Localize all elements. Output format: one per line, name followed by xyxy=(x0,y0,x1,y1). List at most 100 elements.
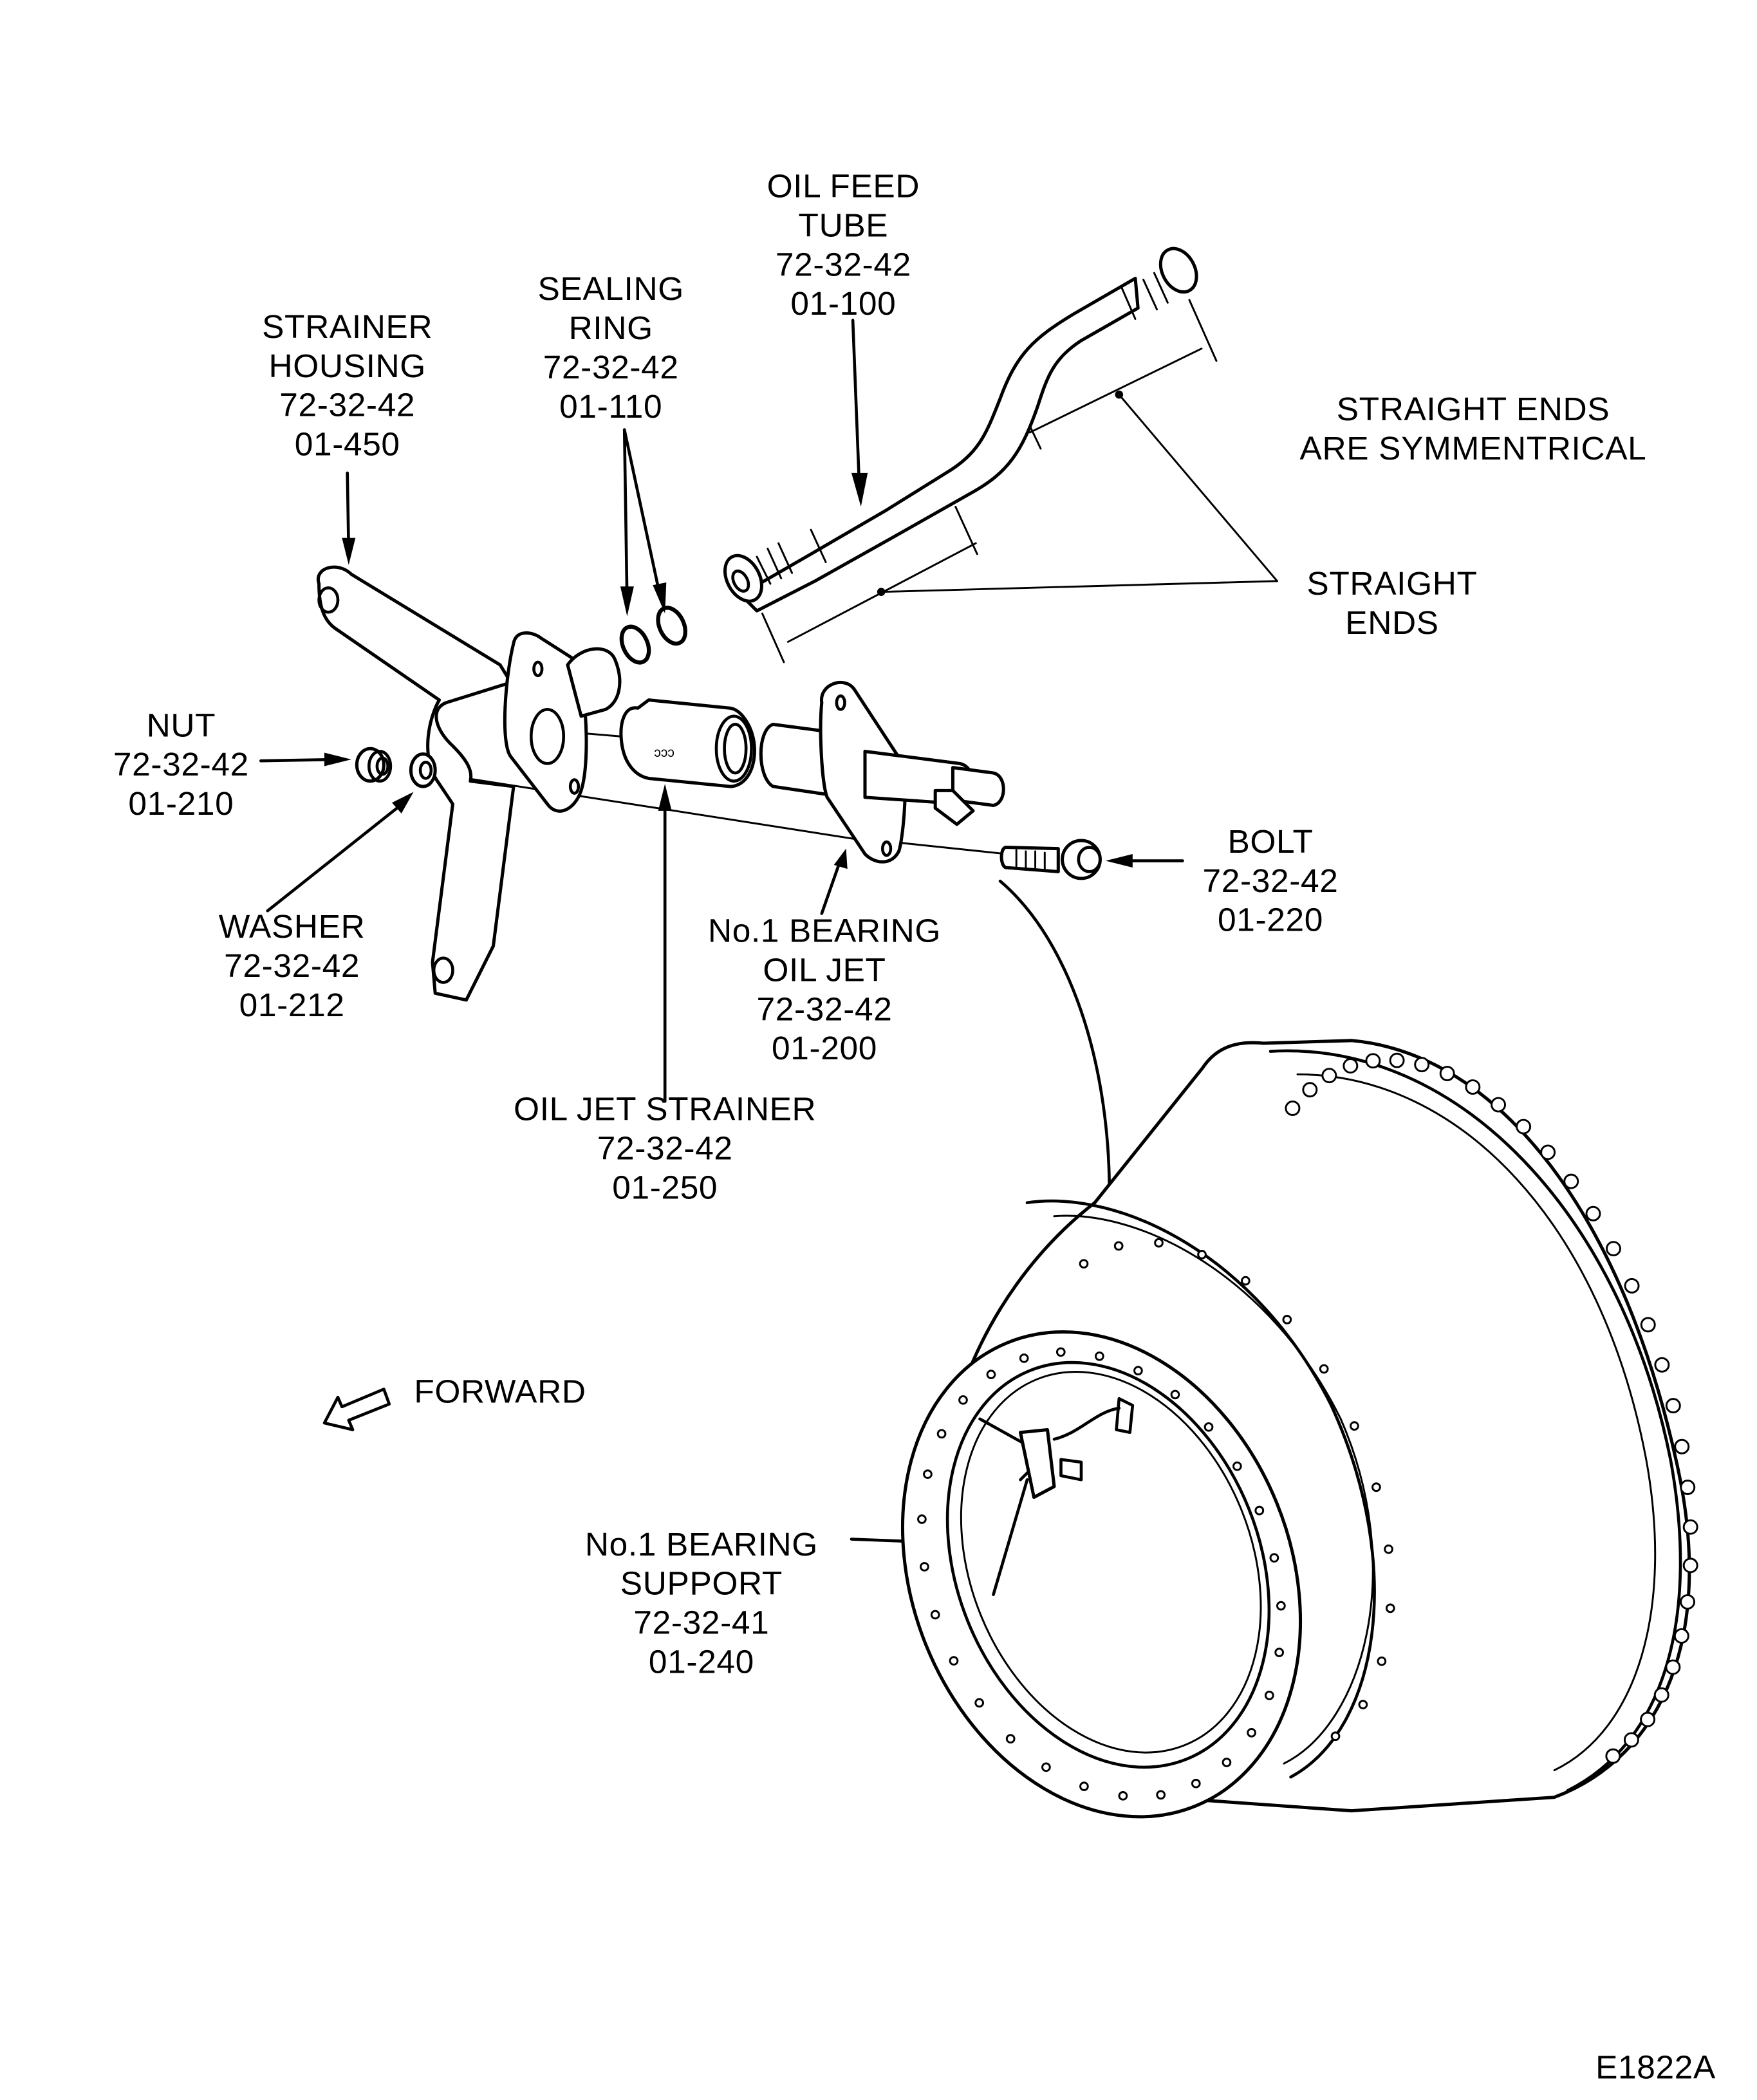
leader-oil-jet xyxy=(820,858,842,915)
extension-line xyxy=(1188,299,1218,362)
callout-nut: NUT 72-32-42 01-210 xyxy=(113,706,249,822)
bolt-hole xyxy=(1358,1700,1368,1709)
bolt-hole xyxy=(1682,1557,1698,1574)
callout-line: OIL FEED xyxy=(767,167,920,205)
bolt-hole xyxy=(974,1698,985,1708)
leader-straight-ends-upper xyxy=(1118,393,1278,582)
bolt-hole xyxy=(1330,1731,1341,1742)
bolt-hole xyxy=(1371,1482,1381,1492)
bolt-hole xyxy=(1516,1119,1532,1135)
leader-sealing-ring-1 xyxy=(622,428,629,604)
bolt-hole xyxy=(1276,1601,1286,1611)
part-group-number: 72-32-42 xyxy=(776,245,911,283)
bolt-hole xyxy=(1285,1101,1301,1116)
bolt-hole xyxy=(568,778,581,795)
part-group-number: 72-32-42 xyxy=(113,745,249,783)
bolt-hole xyxy=(1222,1758,1232,1767)
part-item-number: 01-212 xyxy=(239,986,345,1023)
bolt-hole xyxy=(1624,1278,1640,1294)
bolt-hole xyxy=(1197,1250,1207,1259)
part-item-number: 01-220 xyxy=(1218,901,1323,938)
arrowhead-icon xyxy=(1105,854,1133,868)
callout-sealing-ring: SEALING RING 72-32-42 01-110 xyxy=(537,270,683,425)
arrowhead-icon xyxy=(620,586,634,617)
bolt-hole xyxy=(1055,1347,1066,1357)
bolt-hole xyxy=(1540,1144,1556,1160)
bolt-hole xyxy=(1241,1276,1250,1286)
bolt-hole xyxy=(1680,1480,1696,1495)
bolt-hole xyxy=(917,1514,927,1524)
callout-oil-feed-tube: OIL FEED TUBE 72-32-42 01-100 xyxy=(767,167,920,322)
forward-indicator: FORWARD xyxy=(322,1373,586,1431)
leader-washer xyxy=(266,799,407,913)
bolt-hole xyxy=(1350,1421,1359,1431)
oil-jet-strainer: ɔɔɔ xyxy=(619,698,756,788)
bolt-hole xyxy=(1384,1544,1393,1554)
callout-line: No.1 BEARING xyxy=(585,1525,818,1563)
callout-line: SEALING xyxy=(537,270,683,307)
part-group-number: 72-32-42 xyxy=(224,947,360,984)
bolt-hole xyxy=(532,660,544,678)
bolt-hole xyxy=(1377,1656,1387,1666)
part-group-number: 72-32-42 xyxy=(279,386,415,423)
bolt-hole xyxy=(936,1429,947,1439)
part-group-number: 72-32-42 xyxy=(757,990,893,1027)
bolt-hole xyxy=(1269,1553,1279,1563)
callout-straight-ends: STRAIGHT ENDS xyxy=(1306,564,1477,641)
bolt-hole xyxy=(1282,1315,1292,1324)
callout-strainer-housing: STRAINER HOUSING 72-32-42 01-450 xyxy=(262,308,432,463)
sealing-ring xyxy=(656,606,688,646)
callout-line: RING xyxy=(569,309,653,346)
callout-line: STRAINER xyxy=(262,308,432,345)
note-line: STRAIGHT ENDS xyxy=(1337,390,1610,427)
bolt-hole xyxy=(1170,1389,1180,1400)
arrowhead-icon xyxy=(851,472,868,507)
part-group-number: 72-32-42 xyxy=(597,1129,733,1167)
forward-arrow-icon xyxy=(322,1388,391,1431)
bolt-hole xyxy=(1389,1052,1405,1068)
arrowhead-icon xyxy=(833,848,848,869)
bolt-hole xyxy=(1079,1259,1089,1269)
bolt-hole xyxy=(1156,1790,1166,1800)
dimension-dot xyxy=(1115,390,1124,399)
part-group-number: 72-32-42 xyxy=(543,348,679,386)
bolt-hole xyxy=(1640,1711,1656,1727)
callout-bearing-oil-jet: No.1 BEARING OIL JET 72-32-42 01-200 xyxy=(708,912,941,1067)
bolt-hole xyxy=(1385,1603,1395,1613)
bolt-hole xyxy=(1321,1068,1337,1084)
bolt-hole xyxy=(1274,1648,1285,1657)
washer xyxy=(409,752,437,788)
part-group-number: 72-32-42 xyxy=(1203,862,1339,899)
callout-bolt: BOLT 72-32-42 01-220 xyxy=(1203,822,1339,938)
bolt-hole xyxy=(1343,1058,1359,1074)
bolt-hole xyxy=(1585,1205,1601,1222)
bolt-hole xyxy=(1653,1687,1669,1703)
callout-line: No.1 BEARING xyxy=(708,912,941,949)
strainer-holes-icon: ɔɔɔ xyxy=(654,745,674,760)
installed-oil-jet xyxy=(1018,1428,1056,1500)
part-item-number: 01-240 xyxy=(649,1642,754,1680)
callout-line: SUPPORT xyxy=(620,1565,783,1602)
bolt-hole xyxy=(1133,1366,1143,1376)
front-ring-bolt-holes xyxy=(917,1347,1286,1801)
front-flange xyxy=(900,1330,1303,1819)
tube-dimensions xyxy=(761,299,1218,664)
note-line: ARE SYMMENTRICAL xyxy=(1300,429,1647,467)
bolt-hole xyxy=(949,1656,959,1666)
bolt-hole xyxy=(1640,1317,1656,1333)
bolt-hole xyxy=(923,1469,933,1479)
part-group-number: 72-32-41 xyxy=(633,1604,769,1641)
nut xyxy=(355,747,393,783)
figure-id: E1822A xyxy=(1595,2048,1716,2085)
bolt-hole xyxy=(986,1370,996,1379)
bolt-hole xyxy=(1680,1594,1696,1610)
callout-line: STRAIGHT xyxy=(1306,564,1477,602)
bolt-hole xyxy=(1319,1364,1329,1374)
bolt xyxy=(999,839,1102,880)
bolt-hole xyxy=(1019,1353,1029,1363)
callout-line: ENDS xyxy=(1345,604,1438,641)
oil-feed-tube xyxy=(723,246,1198,613)
part-item-number: 01-210 xyxy=(128,785,234,822)
bolt-hole xyxy=(835,694,846,711)
part-item-number: 01-110 xyxy=(559,387,662,425)
